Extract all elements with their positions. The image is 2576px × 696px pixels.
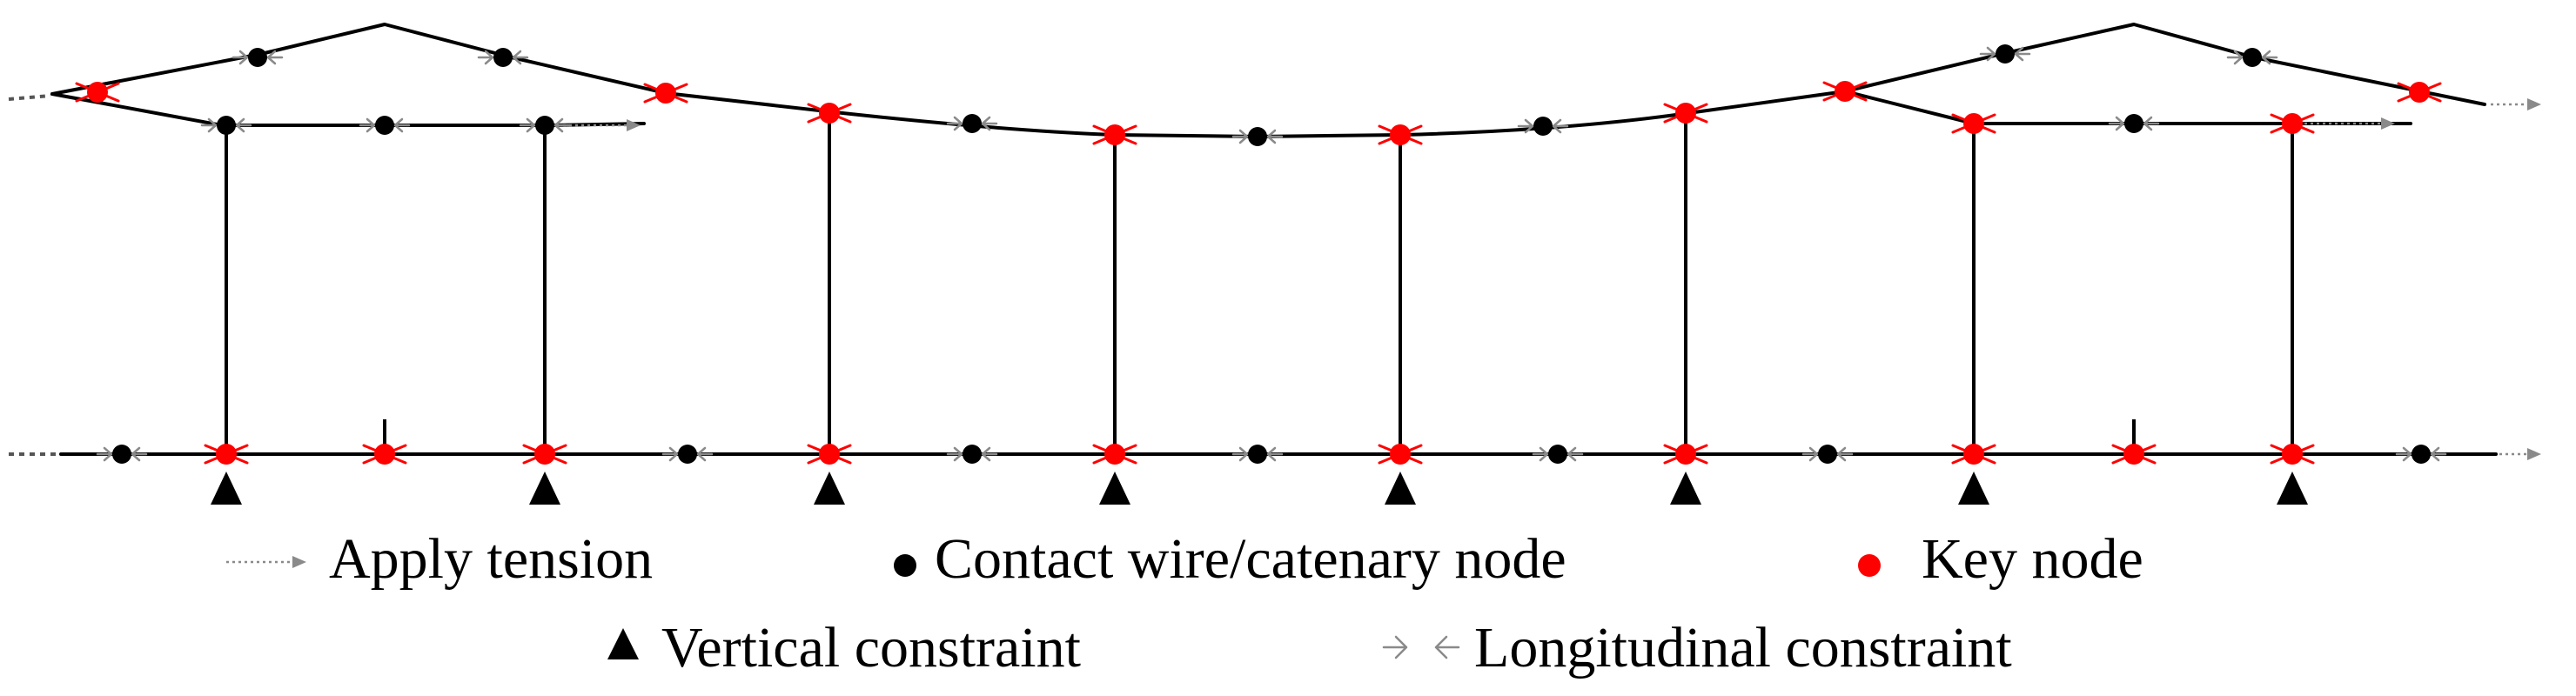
- vertical-supports: [211, 472, 2308, 505]
- legend-longitudinal-constraint-label: Longitudinal constraint: [1474, 616, 2012, 679]
- wire-node: [1532, 443, 1584, 465]
- support-triangle: [211, 472, 242, 505]
- support-triangle: [1385, 472, 1416, 505]
- legend-key-node: Key node: [1858, 527, 2143, 591]
- legend-longitudinal-constraint: Longitudinal constraint: [1382, 616, 2012, 679]
- legend-apply-tension-label: Apply tension: [329, 527, 653, 591]
- support-triangle: [814, 472, 845, 505]
- support-triangle: [2277, 472, 2308, 505]
- wire-node: [359, 114, 411, 137]
- wire-node: [946, 112, 998, 135]
- wire-node: [1517, 115, 1569, 137]
- red-node-icon: [1858, 554, 1881, 577]
- key-node: [75, 80, 120, 104]
- wire-node: [1231, 443, 1284, 465]
- black-node-icon: [894, 554, 916, 577]
- legend-key-node-label: Key node: [1922, 527, 2143, 591]
- legend-contact-node: Contact wire/catenary node: [894, 527, 1566, 591]
- wire-node: [1801, 443, 1854, 465]
- wire-node: [477, 46, 529, 69]
- key-node: [1822, 79, 1868, 104]
- wire-node: [2395, 443, 2447, 465]
- wire-node: [231, 46, 284, 69]
- triangle-icon: [607, 628, 639, 659]
- wire-node: [200, 114, 252, 137]
- legend: Apply tension Contact wire/catenary node…: [226, 527, 2143, 679]
- tension-arrows: [557, 98, 2541, 460]
- upper-nodes: [75, 43, 2442, 148]
- wire-node: [1979, 43, 2031, 65]
- key-node: [2397, 80, 2442, 104]
- wire-node: [96, 443, 148, 465]
- legend-apply-tension: Apply tension: [226, 527, 653, 591]
- support-triangle: [1099, 472, 1130, 505]
- legend-vertical-constraint: Vertical constraint: [607, 616, 1081, 679]
- support-triangle: [1958, 472, 1989, 505]
- wire-node: [661, 443, 714, 465]
- legend-vertical-constraint-label: Vertical constraint: [661, 616, 1081, 679]
- wire-node: [2226, 46, 2278, 69]
- wire-node: [2108, 112, 2160, 135]
- right-arrow-icon: [1382, 635, 1408, 659]
- wire-node: [519, 114, 571, 137]
- support-triangle: [1670, 472, 1701, 505]
- legend-contact-node-label: Contact wire/catenary node: [935, 527, 1566, 591]
- left-arrow-icon: [1434, 635, 1460, 659]
- wire-node: [946, 443, 998, 465]
- support-triangle: [529, 472, 560, 505]
- wire-node: [1231, 125, 1284, 148]
- droppers: [225, 113, 2294, 454]
